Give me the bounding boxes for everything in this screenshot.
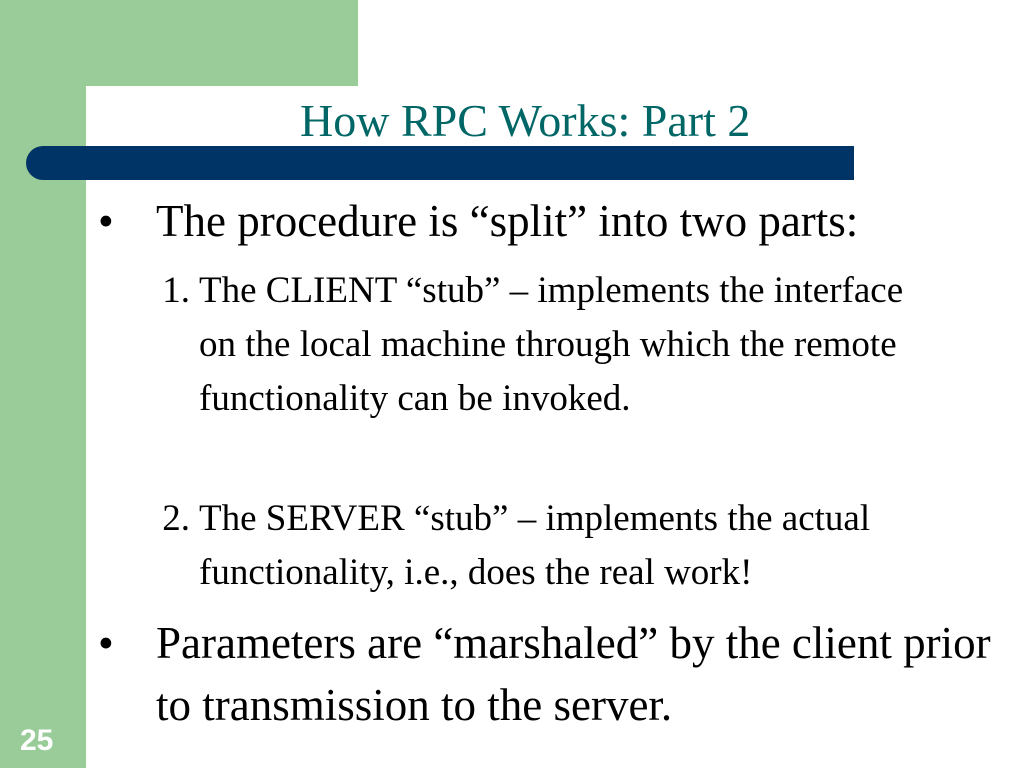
sub-item-number: 2. <box>162 498 190 539</box>
bullet-item: The procedure is “split” into two parts: <box>156 196 859 246</box>
sub-item: The SERVER “stub” – implements the actua… <box>199 498 871 593</box>
sub-item: The CLIENT “stub” – implements the inter… <box>199 270 904 419</box>
title-underline-bar <box>26 146 854 180</box>
sub-item-number: 1. <box>162 270 190 311</box>
bullet-marker: • <box>98 196 114 246</box>
content-panel-corner <box>86 86 386 386</box>
slide-title: How RPC Works: Part 2 <box>300 95 751 146</box>
top-decoration <box>0 0 358 86</box>
slide-number: 25 <box>20 724 54 757</box>
sidebar-decoration <box>0 0 86 768</box>
bullet-marker: • <box>98 618 114 668</box>
bullet-item: Parameters are “marshaled” by the client… <box>156 618 991 730</box>
